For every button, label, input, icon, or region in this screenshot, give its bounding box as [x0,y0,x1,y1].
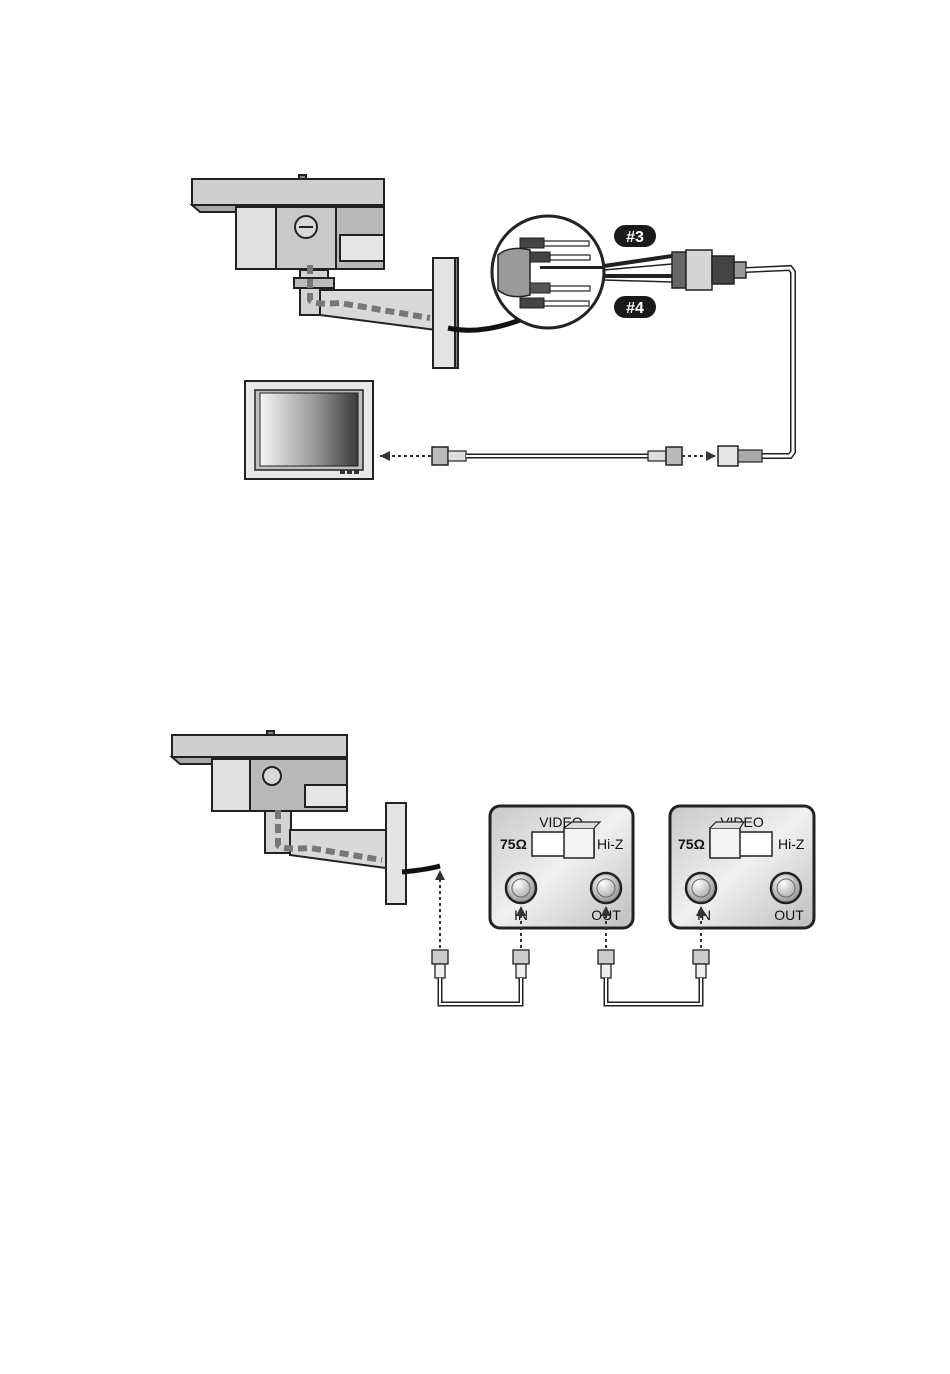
panel-right-out-jack[interactable] [771,873,801,903]
bnc-cables [432,950,709,1004]
panel-left-in-jack[interactable] [506,873,536,903]
bnc-plug [432,950,709,978]
figure-camera-to-monitor: #3 #4 [192,175,793,479]
panel-left-hiz-label: Hi-Z [597,836,624,852]
panel-left-out-jack[interactable] [591,873,621,903]
video-panel-left: VIDEO 75Ω Hi-Z IN OUT [490,806,633,928]
monitor-illustration [245,381,373,479]
badge-3: #3 [614,225,656,247]
panel-left-75-label: 75Ω [500,836,527,852]
wire-detail-inset [492,216,605,328]
badge-4-label: #4 [626,300,644,317]
panel-right-75-label: 75Ω [678,836,705,852]
figure-camera-to-loop-through: VIDEO 75Ω Hi-Z IN OUT VIDEO 75Ω Hi-Z [172,731,814,1004]
badge-3-label: #3 [626,229,644,246]
coax-cable [380,446,762,466]
panel-right-hiz-label: Hi-Z [778,836,805,852]
panel-right-in-jack[interactable] [686,873,716,903]
video-panel-right: VIDEO 75Ω Hi-Z IN OUT [670,806,814,928]
camera-illustration-2 [172,731,440,904]
camera-cable-connector [672,250,793,456]
panel-right-out-label: OUT [774,907,804,923]
camera-illustration [192,175,520,368]
badge-4: #4 [614,296,656,318]
cable-leads [604,256,672,282]
